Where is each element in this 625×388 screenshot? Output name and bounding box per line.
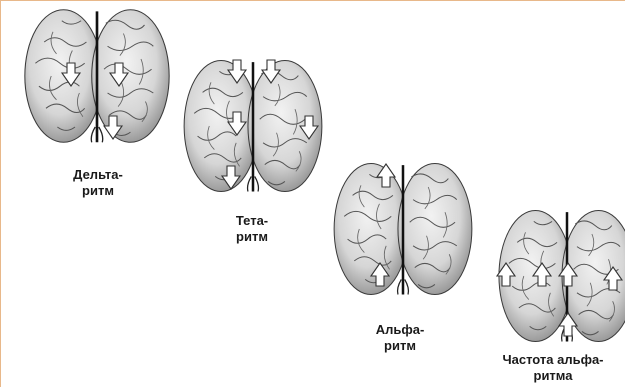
label-alpha: Альфа- ритм: [355, 322, 445, 354]
label-theta: Тета- ритм: [207, 213, 297, 245]
brain-alpha: [334, 163, 472, 294]
label-delta: Дельта- ритм: [53, 167, 143, 199]
label-alpha-frequency: Частота альфа- ритма: [489, 352, 617, 384]
label-alpha-line1: Альфа-: [355, 322, 445, 338]
label-delta-line2: ритм: [53, 183, 143, 199]
label-alpha-frequency-line1: Частота альфа-: [489, 352, 617, 368]
label-alpha-frequency-line2: ритма: [489, 368, 617, 384]
label-delta-line1: Дельта-: [53, 167, 143, 183]
brain-delta: [25, 10, 169, 143]
label-theta-line1: Тета-: [207, 213, 297, 229]
label-alpha-line2: ритм: [355, 338, 445, 354]
label-theta-line2: ритм: [207, 229, 297, 245]
